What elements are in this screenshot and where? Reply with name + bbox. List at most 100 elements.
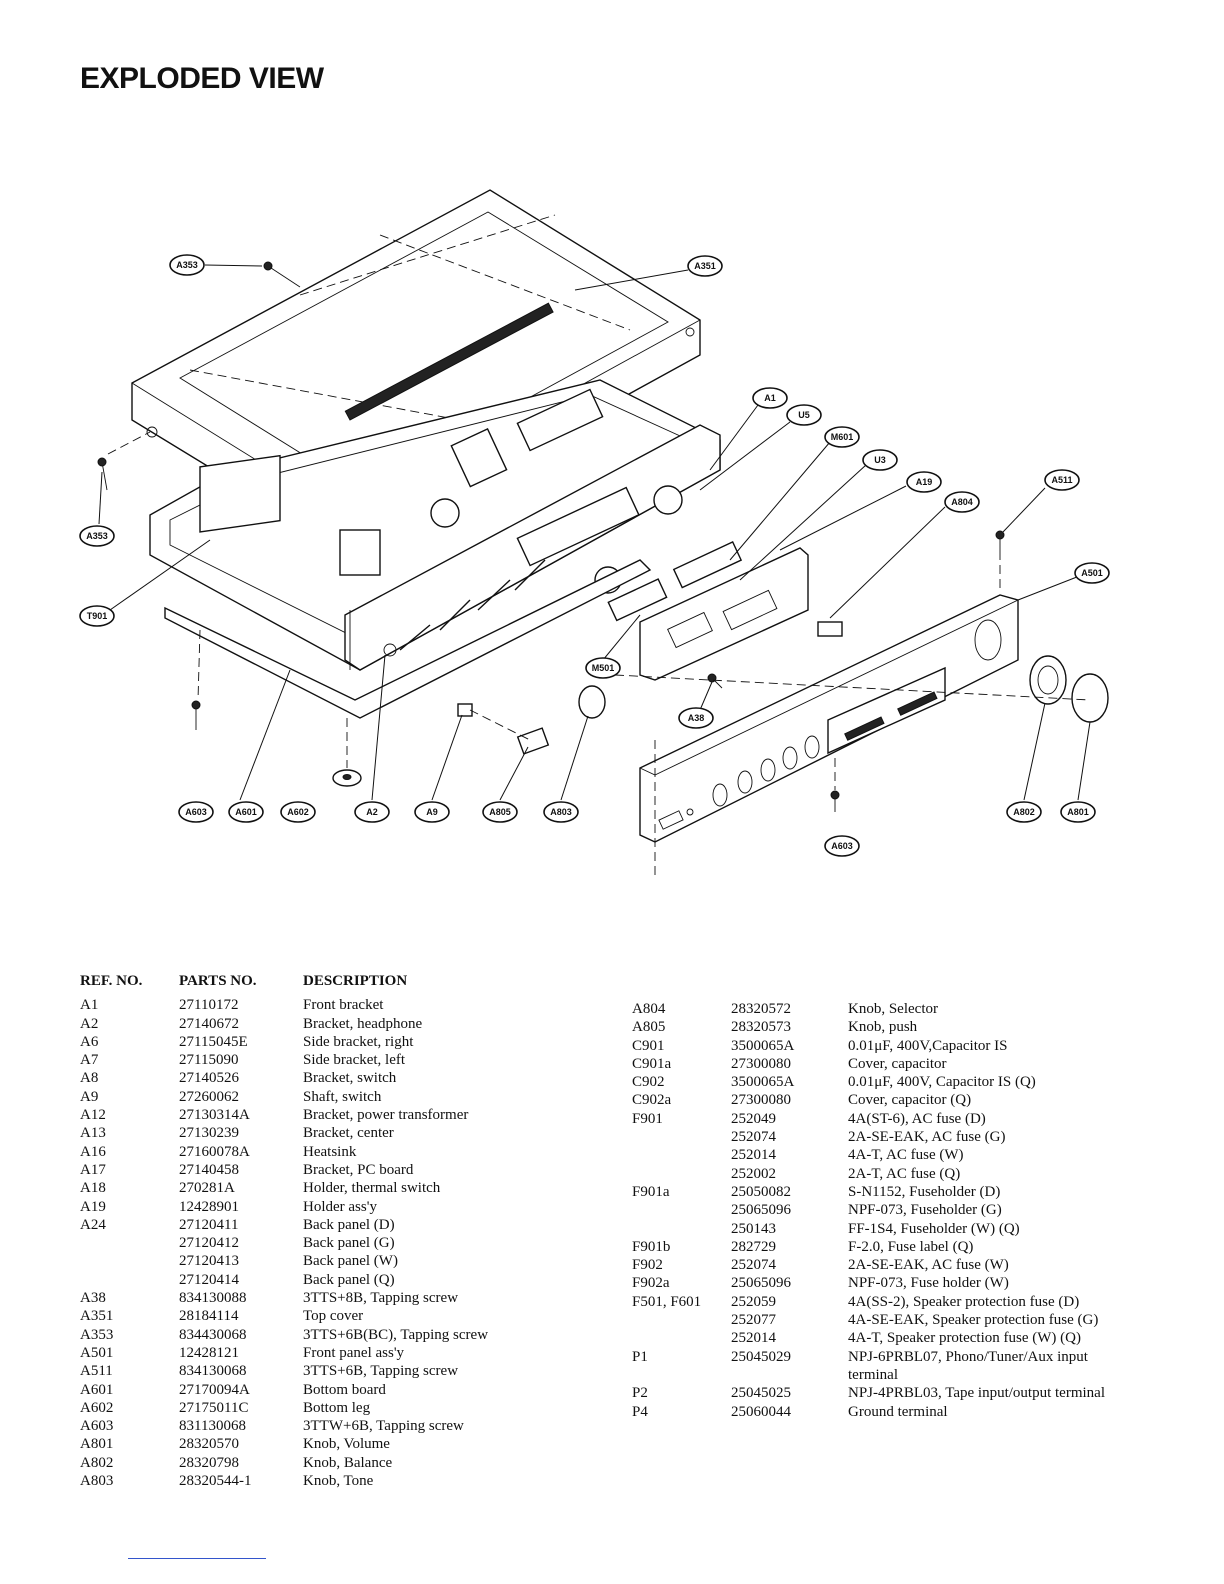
parts-no-cell: 25065096 bbox=[731, 1275, 791, 1292]
parts-no-cell: 25045025 bbox=[731, 1385, 791, 1402]
callout-a511: A511 bbox=[1044, 469, 1080, 491]
ref-no-cell: F902a bbox=[632, 1275, 670, 1292]
description-cell: F-2.0, Fuse label (Q) bbox=[848, 1238, 974, 1255]
parts-no-cell: 831130068 bbox=[179, 1418, 246, 1435]
parts-no-cell: 27260062 bbox=[179, 1088, 239, 1105]
parts-no-cell: 252049 bbox=[731, 1110, 776, 1127]
table-row: F901 252049 4A(ST-6), AC fuse (D) bbox=[632, 1110, 1140, 1128]
parts-no-cell: 3500065A bbox=[731, 1074, 795, 1091]
ref-no-cell: A2 bbox=[80, 1015, 99, 1032]
description-cell: Heatsink bbox=[303, 1143, 357, 1160]
callout-a1: A1 bbox=[752, 387, 788, 409]
callout-text: A804 bbox=[951, 497, 973, 507]
parts-no-cell: 12428121 bbox=[179, 1344, 239, 1361]
description-cell: 4A-T, Speaker protection fuse (W) (Q) bbox=[848, 1330, 1081, 1347]
parts-no-cell: 27140672 bbox=[179, 1015, 239, 1032]
parts-no-cell: 27300080 bbox=[731, 1092, 791, 1109]
ref-no-cell: A805 bbox=[632, 1019, 666, 1036]
ref-no-cell: A9 bbox=[80, 1088, 99, 1105]
callout-a802: A802 bbox=[1006, 801, 1042, 823]
description-cell: Shaft, switch bbox=[303, 1088, 382, 1105]
callout-a805: A805 bbox=[482, 801, 518, 823]
callout-a351: A351 bbox=[687, 255, 723, 277]
parts-no-cell: 252014 bbox=[731, 1330, 776, 1347]
parts-no-cell: 834130088 bbox=[179, 1290, 247, 1307]
chassis bbox=[149, 379, 721, 671]
ref-no-cell: P2 bbox=[632, 1385, 648, 1402]
description-cell: 4A(ST-6), AC fuse (D) bbox=[848, 1110, 986, 1127]
parts-no-cell: 3500065A bbox=[731, 1037, 795, 1054]
description-cell: 4A(SS-2), Speaker protection fuse (D) bbox=[848, 1293, 1080, 1310]
ref-no-cell: A6 bbox=[80, 1033, 99, 1050]
parts-no-cell: 282729 bbox=[731, 1238, 776, 1255]
callout-a353: A353 bbox=[169, 254, 205, 276]
callout-a19: A19 bbox=[906, 471, 942, 493]
ref-no-cell: F501, F601 bbox=[632, 1293, 702, 1310]
parts-no-cell: 27110172 bbox=[179, 997, 239, 1014]
parts-no-cell: 252074 bbox=[731, 1129, 776, 1146]
screws-and-axes bbox=[97, 261, 1091, 880]
parts-no-cell: 27130314A bbox=[179, 1107, 250, 1124]
parts-no-cell: 25060044 bbox=[731, 1403, 791, 1420]
ref-no-cell: A13 bbox=[80, 1125, 106, 1142]
description-cell: Holder ass'y bbox=[303, 1198, 377, 1215]
ref-no-cell bbox=[632, 1146, 731, 1164]
ref-no-cell bbox=[80, 1271, 179, 1289]
description-cell: NPF-073, Fuse holder (W) bbox=[848, 1275, 1009, 1292]
table-row: A9 27260062 Shaft, switch bbox=[80, 1088, 563, 1106]
callout-a501: A501 bbox=[1074, 562, 1110, 584]
description-cell: Knob, Balance bbox=[303, 1454, 393, 1471]
ref-no-cell: F901 bbox=[632, 1110, 663, 1127]
ref-no-cell: A603 bbox=[80, 1418, 114, 1435]
ref-no-cell: A353 bbox=[80, 1326, 114, 1343]
parts-no-cell: 270281A bbox=[179, 1180, 235, 1197]
ref-no-cell: A351 bbox=[80, 1308, 114, 1325]
parts-no-cell: 28184114 bbox=[179, 1308, 239, 1325]
parts-no-cell: 27140526 bbox=[179, 1070, 239, 1087]
callout-text: A19 bbox=[916, 477, 933, 487]
ref-no-cell: A7 bbox=[80, 1052, 99, 1069]
callout-a353: A353 bbox=[79, 525, 115, 547]
description-cell: 0.01μF, 400V,Capacitor IS bbox=[848, 1037, 1008, 1054]
ref-no-cell: A24 bbox=[80, 1216, 106, 1233]
callout-text: A603 bbox=[831, 841, 853, 851]
ref-no-cell: C902 bbox=[632, 1074, 665, 1091]
description-cell: Back panel (D) bbox=[303, 1216, 395, 1233]
callout-text: A801 bbox=[1067, 807, 1089, 817]
description-cell: Side bracket, right bbox=[303, 1033, 414, 1050]
parts-no-cell: 25050082 bbox=[731, 1183, 791, 1200]
ref-no-cell: C902a bbox=[632, 1092, 672, 1109]
callout-a603: A603 bbox=[824, 835, 860, 857]
description-cell: 3TTS+6B, Tapping screw bbox=[303, 1363, 459, 1380]
callout-a38: A38 bbox=[678, 707, 714, 729]
description-cell: Holder, thermal switch bbox=[303, 1180, 441, 1197]
ref-no-cell: A38 bbox=[80, 1290, 106, 1307]
parts-no-cell: 252014 bbox=[731, 1147, 776, 1164]
footer-rule bbox=[128, 1558, 266, 1559]
callout-text: U3 bbox=[874, 455, 886, 465]
description-cell: Front panel ass'y bbox=[303, 1344, 405, 1361]
ref-no-cell: A19 bbox=[80, 1198, 106, 1215]
description-cell: 3TTW+6B, Tapping screw bbox=[303, 1418, 464, 1435]
ref-no-header: REF. NO. bbox=[80, 973, 143, 989]
parts-no-cell: 27120412 bbox=[179, 1235, 239, 1252]
table-row: F902a 25065096 NPF-073, Fuse holder (W) bbox=[632, 1274, 1140, 1292]
callout-text: A603 bbox=[185, 807, 207, 817]
description-cell: Knob, Volume bbox=[303, 1436, 390, 1453]
description-cell: S-N1152, Fuseholder (D) bbox=[848, 1183, 1001, 1200]
ref-no-cell: A601 bbox=[80, 1381, 114, 1398]
